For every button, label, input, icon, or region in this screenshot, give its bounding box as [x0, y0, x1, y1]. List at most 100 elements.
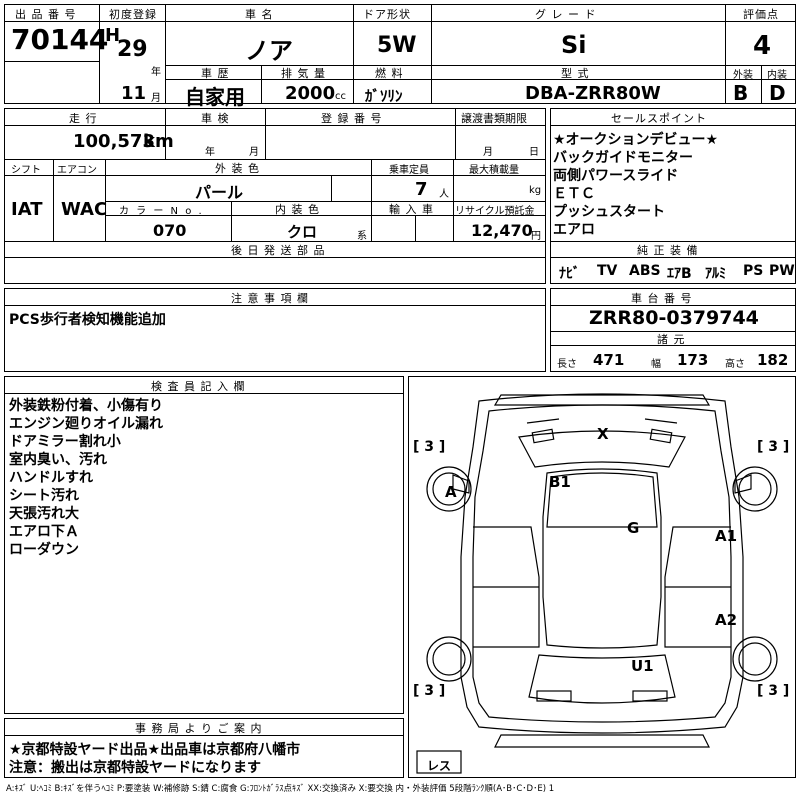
- office-label: 事 務 局 よ り ご 案 内: [135, 722, 263, 735]
- sales-line: エアロ: [553, 222, 595, 238]
- interior-label: 内装: [767, 70, 787, 81]
- car-name-label: 車 名: [245, 8, 274, 21]
- chassis-block: 車 台 番 号 ZRR80-0379744 諸 元 長さ 471 幅 173 高…: [550, 288, 796, 372]
- later-parts-label: 後 日 発 送 部 品: [231, 244, 326, 257]
- sales-line: ＥＴＣ: [553, 186, 595, 202]
- width: 173: [677, 351, 709, 369]
- equipment-item: PS: [743, 263, 764, 279]
- inspector-line: 室内臭い、汚れ: [9, 452, 107, 468]
- spare-tire: レス: [427, 759, 452, 773]
- genuine-label: 純 正 装 備: [637, 244, 699, 257]
- inspector-label: 検 査 員 記 入 欄: [151, 380, 246, 393]
- insp-year-unit: 年: [205, 147, 215, 158]
- int-color: クロ: [287, 223, 318, 241]
- grade: Si: [561, 31, 587, 59]
- color: パール: [195, 183, 244, 202]
- mark-a2: A2: [715, 611, 738, 629]
- yen-unit: 円: [531, 231, 541, 242]
- door-type: 5W: [377, 33, 417, 58]
- cc-unit: cc: [335, 91, 346, 102]
- equipment-item: TV: [597, 263, 618, 279]
- tire-fl: [ 3 ]: [413, 439, 446, 455]
- height-label: 高さ: [725, 359, 745, 370]
- chassis-number: ZRR80-0379744: [589, 307, 759, 329]
- transfer-label: 譲渡書類期限: [461, 112, 527, 125]
- lot-label: 出 品 番 号: [15, 8, 77, 21]
- sales-line: ★オークションデビュー★: [553, 132, 719, 148]
- transfer-month: 月: [483, 147, 493, 158]
- exterior-grade: B: [733, 81, 749, 105]
- sales-label: セールスポイント: [611, 112, 707, 125]
- capacity: 7: [415, 179, 428, 200]
- aircon: WAC: [61, 199, 108, 220]
- shift-label: シフト: [11, 165, 41, 176]
- model: DBA-ZRR80W: [525, 83, 661, 104]
- inspector-line: シート汚れ: [9, 488, 79, 504]
- history: 自家用: [185, 85, 245, 109]
- capacity-label: 乗車定員: [389, 165, 429, 176]
- color-label: 外 装 色: [215, 162, 260, 175]
- equipment-item: ABS: [629, 263, 661, 279]
- regno-label: 登 録 番 号: [321, 112, 383, 125]
- fuel-label: 燃 料: [375, 67, 404, 80]
- transfer-day: 日: [529, 147, 539, 158]
- sales-line: プッシュスタート: [553, 204, 665, 220]
- displacement-label: 排 気 量: [281, 67, 326, 80]
- notes-label: 注 意 事 項 欄: [231, 292, 309, 305]
- inspector-line: ドアミラー割れ小: [9, 434, 121, 450]
- equipment-item: PW: [769, 263, 795, 279]
- reg-year: 29: [117, 37, 148, 62]
- int-color-label: 内 装 色: [275, 203, 320, 216]
- model-label: 型 式: [561, 67, 590, 80]
- mark-g: G: [627, 519, 640, 537]
- displacement: 2000: [285, 83, 336, 104]
- recycle: 12,470: [471, 221, 533, 240]
- first-reg-label: 初度登録: [109, 8, 157, 21]
- mark-b1: B1: [549, 473, 571, 491]
- footer-legend: A:ｷｽﾞ U:ﾍｺﾐ B:ｷｽﾞを伴うﾍｺﾐ P:要塗装 W:補修跡 S:錆 …: [6, 784, 555, 794]
- score: 4: [753, 31, 772, 61]
- mark-a1: A1: [715, 527, 738, 545]
- km-unit: km: [143, 131, 174, 152]
- inspector-line: 天張汚れ大: [9, 506, 79, 522]
- color-no-label: カ ラ ー N o .: [119, 206, 204, 217]
- shift: IAT: [11, 199, 43, 220]
- color-no: 070: [153, 221, 187, 240]
- ac-label: エアコン: [57, 165, 97, 176]
- notes-block: 注 意 事 項 欄 PCS歩行者検知機能追加: [4, 288, 546, 372]
- interior-grade: D: [769, 81, 786, 105]
- exterior-label: 外装: [733, 70, 753, 81]
- notes-text: PCS歩行者検知機能追加: [9, 312, 166, 328]
- mark-u1: U1: [631, 657, 654, 675]
- door-label: ドア形状: [363, 8, 411, 21]
- length: 471: [593, 351, 625, 369]
- tire-fr: [ 3 ]: [757, 439, 790, 455]
- length-label: 長さ: [557, 359, 577, 370]
- width-label: 幅: [651, 359, 661, 370]
- load-label: 最大積載量: [469, 165, 519, 176]
- month-unit: 月: [151, 93, 161, 104]
- equipment-item: ﾅﾋﾞ: [559, 266, 580, 282]
- chassis-label: 車 台 番 号: [631, 292, 693, 305]
- inspector-line: エアロ下Ａ: [9, 524, 79, 540]
- equipment-item: ｴｱB: [667, 266, 692, 282]
- tire-rl: [ 3 ]: [413, 683, 446, 699]
- fuel: ｶﾞｿﾘﾝ: [365, 87, 403, 105]
- sales-line: 両側パワースライド: [553, 168, 679, 184]
- inspector-block: 検 査 員 記 入 欄 外装鉄粉付着、小傷有り エンジン廻りオイル漏れ ドアミラ…: [4, 376, 404, 714]
- insp-month-unit: 月: [249, 147, 259, 158]
- inspector-line: ハンドルすれ: [9, 470, 93, 486]
- sales-line: バックガイドモニター: [553, 150, 693, 166]
- mileage: 100,573: [73, 131, 155, 152]
- office-line: ★京都特設ヤード出品★出品車は京都府八幡市: [9, 742, 301, 758]
- reg-month: 11: [121, 83, 147, 104]
- inspection-label: 車 検: [201, 112, 230, 125]
- equipment-item: ｱﾙﾐ: [705, 266, 726, 282]
- int-color-suffix: 系: [357, 231, 367, 242]
- office-block: 事 務 局 よ り ご 案 内 ★京都特設ヤード出品★出品車は京都府八幡市 注意…: [4, 718, 404, 778]
- kg-unit: kg: [529, 185, 542, 196]
- inspector-line: エンジン廻りオイル漏れ: [9, 416, 163, 432]
- spec-label: 諸 元: [657, 333, 686, 346]
- height: 182: [757, 351, 789, 369]
- year-unit: 年: [151, 67, 161, 78]
